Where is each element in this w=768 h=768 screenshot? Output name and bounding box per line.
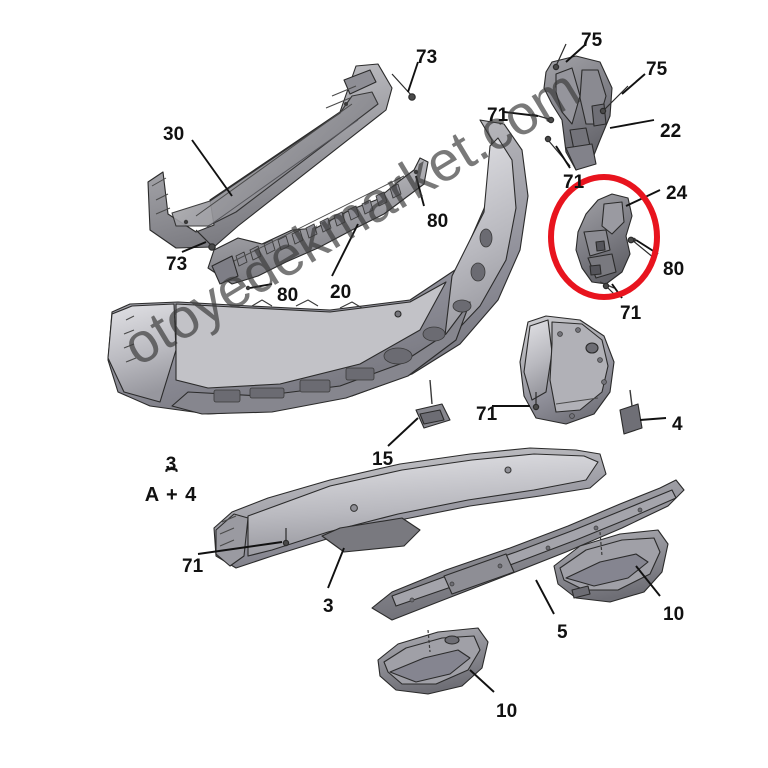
callout-label-3-c3a: 3: [323, 596, 334, 617]
callout-label-73-c73a: 73: [416, 47, 438, 68]
callout-label-22-c22: 22: [660, 121, 682, 142]
callout-label-10-c10b: 10: [496, 701, 518, 722]
callout-label-71-c71e: 71: [182, 556, 204, 577]
callout-label-80-c80c: 80: [663, 259, 685, 280]
callout-label-75-c75a: 75: [581, 30, 603, 51]
callout-label-71-c71c: 71: [620, 303, 642, 324]
part-30-reinforcement-beam: [147, 63, 393, 249]
part-5-underbody-shield: [371, 479, 685, 621]
callout-label-71-c71a: 71: [487, 105, 509, 126]
callout-label-4-c4: 4: [672, 414, 683, 435]
part-4-reflector: [619, 389, 643, 435]
callout-label-75-c75b: 75: [646, 59, 668, 80]
callout-label-5-c5: 5: [557, 622, 568, 643]
leader-lines: [181, 43, 667, 693]
bolt-73-a: [391, 73, 416, 101]
part-20-energy-absorber: [207, 157, 429, 291]
clip-71-e: [282, 528, 290, 547]
screw-75-a: [552, 43, 567, 71]
clip-71-d: [532, 392, 540, 411]
quantity-note-top: 3: [165, 454, 177, 475]
artwork-parts: [107, 43, 685, 695]
part-10-liner-left: [377, 627, 489, 695]
screw-75-b: [599, 85, 629, 115]
callout-label-71-c71b: 71: [563, 172, 585, 193]
red-highlight-ellipse: [548, 174, 660, 300]
fasteners: [195, 43, 655, 547]
part-main-bumper-cover: [107, 119, 529, 415]
callout-label-20-c20: 20: [330, 282, 352, 303]
callout-label-80-c80b: 80: [277, 285, 299, 306]
callout-label-73-c73b: 73: [166, 254, 188, 275]
part-22-bracket: [543, 55, 613, 171]
part-10-liner-right: [553, 529, 669, 603]
part-15-sensor-bracket: [415, 379, 451, 429]
callout-label-80-c80a: 80: [427, 211, 449, 232]
nut-80-c: [627, 236, 655, 259]
quantity-note-brace: ⏞: [165, 468, 178, 490]
part-71-bumper-end-piece: [519, 315, 615, 425]
callout-label-10-c10a: 10: [663, 604, 685, 625]
callout-label-24-c24: 24: [666, 183, 688, 204]
callout-label-30-c30: 30: [163, 124, 185, 145]
callout-label-15-c15: 15: [372, 449, 394, 470]
quantity-note: 3 ⏞ A + 4: [132, 455, 210, 505]
callout-label-71-c71d: 71: [476, 404, 498, 425]
part-3-lower-valance: [213, 447, 607, 569]
part-24-side-bracket: [575, 193, 637, 289]
bolt-73-b: [195, 229, 216, 251]
quantity-note-bottom: A + 4: [144, 484, 198, 506]
